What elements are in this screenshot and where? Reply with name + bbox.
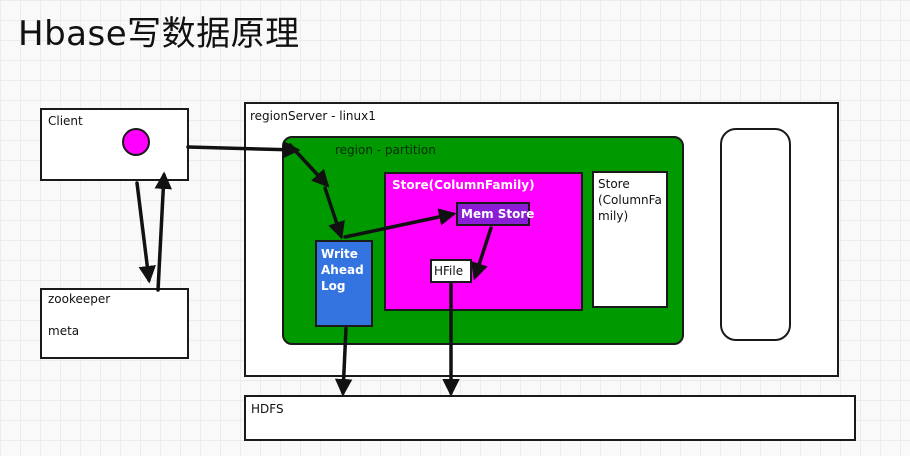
hdfs-box bbox=[244, 395, 856, 441]
zookeeper-box bbox=[40, 288, 189, 359]
hfile-label: HFile bbox=[434, 264, 464, 278]
hfile-box bbox=[430, 259, 472, 283]
store-column-family-label: Store(ColumnFamily) bbox=[392, 178, 535, 192]
region-placeholder-box bbox=[720, 128, 791, 341]
client-box bbox=[40, 108, 189, 181]
zookeeper-label: zookeeper bbox=[48, 292, 111, 306]
region-label: region - partition bbox=[335, 143, 436, 157]
client-to-zookeeper-arrow bbox=[135, 181, 156, 284]
hdfs-label: HDFS bbox=[251, 402, 284, 416]
mem-store-box bbox=[456, 202, 530, 226]
write-ahead-log-box bbox=[315, 240, 373, 327]
page-title: Hbase写数据原理 bbox=[18, 14, 300, 54]
store-column-family-side-box bbox=[592, 171, 668, 308]
store-column-family-side-label: Store (ColumnFa mily) bbox=[598, 177, 662, 223]
zookeeper-to-client-arrow bbox=[154, 171, 173, 292]
client-node-icon bbox=[122, 128, 150, 156]
write-ahead-log-label: Write Ahead Log bbox=[321, 247, 364, 293]
mem-store-label: Mem Store bbox=[461, 207, 535, 221]
client-label: Client bbox=[48, 114, 83, 128]
region-server-label: regionServer - linux1 bbox=[250, 109, 376, 123]
zookeeper-meta-label: meta bbox=[48, 324, 80, 338]
